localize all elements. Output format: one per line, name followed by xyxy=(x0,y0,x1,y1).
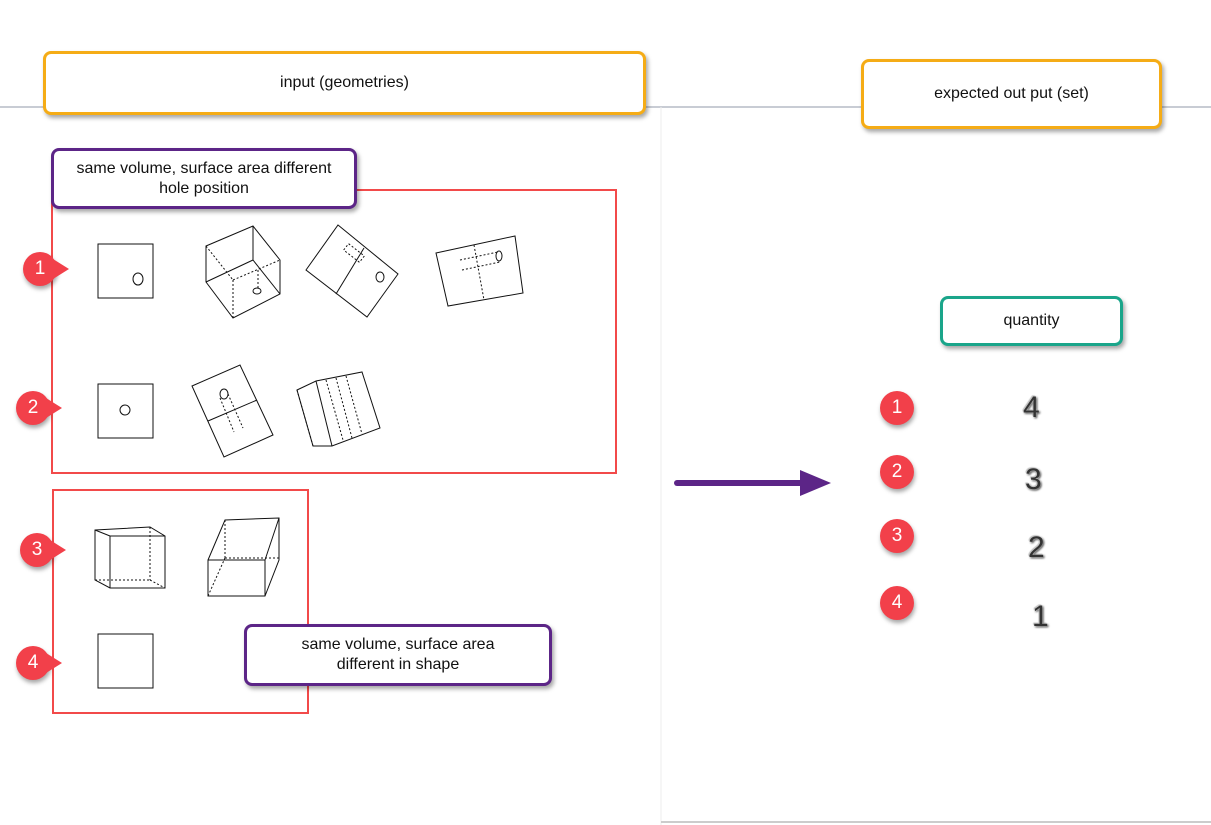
output-set-badge-4: 4 xyxy=(880,586,914,620)
output-set-badge-1: 1 xyxy=(880,391,914,425)
geometry-2b-rotated-view xyxy=(191,364,274,458)
quantity-header: quantity xyxy=(940,296,1123,346)
quantity-value-1: 4 xyxy=(1023,391,1040,424)
quantity-value-2: 3 xyxy=(1025,463,1042,496)
quantity-value-4: 1 xyxy=(1032,600,1049,633)
output-header: expected out put (set) xyxy=(861,59,1162,129)
shape-group-label: same volume, surface area different in s… xyxy=(244,624,552,686)
input-header: input (geometries) xyxy=(43,51,646,115)
hole-group-label: same volume, surface area different hole… xyxy=(51,148,357,209)
input-badge-3: 3 xyxy=(20,533,66,567)
shape-group xyxy=(52,489,309,714)
output-set-badge-2: 2 xyxy=(880,455,914,489)
hole-position-group xyxy=(51,189,617,474)
geometry-1c-rotated-view xyxy=(305,224,399,318)
quantity-value-3: 2 xyxy=(1028,531,1045,564)
geometry-2c-iso-view xyxy=(296,371,381,447)
geometry-3b-skewed-prism xyxy=(207,517,280,597)
input-badge-2: 2 xyxy=(16,391,62,425)
output-set-badge-3: 3 xyxy=(880,519,914,553)
geometry-2a-front-view xyxy=(97,383,154,439)
input-badge-4: 4 xyxy=(16,646,62,680)
input-badge-1: 1 xyxy=(23,252,69,286)
geometry-3a-cube xyxy=(94,526,166,589)
geometry-1b-iso-view xyxy=(205,225,281,319)
arrow-right-icon xyxy=(674,470,831,496)
geometry-1d-rotated-view xyxy=(435,235,524,307)
geometry-4a-square xyxy=(97,633,154,689)
geometry-1a-front-view xyxy=(97,243,154,299)
